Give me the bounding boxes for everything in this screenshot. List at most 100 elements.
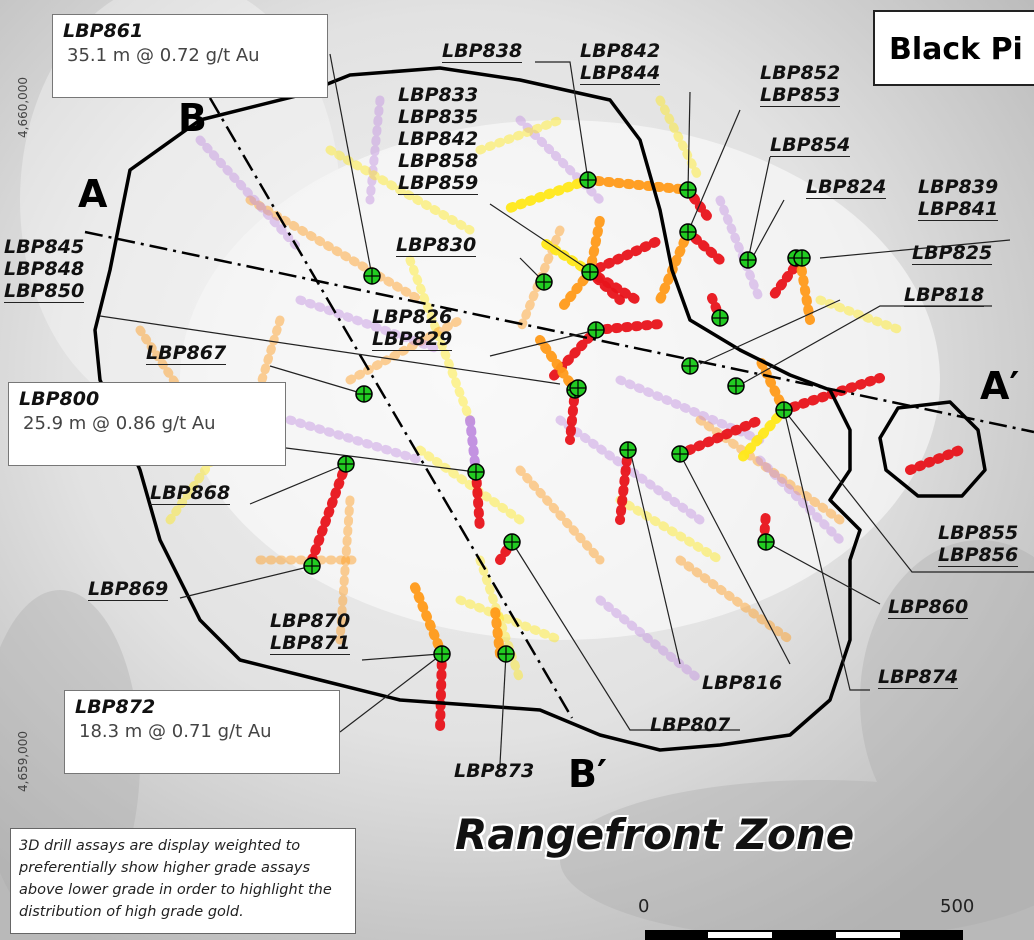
- collar-marker: [337, 455, 355, 473]
- collar-marker: [503, 533, 521, 551]
- drill-trace: [675, 555, 795, 645]
- leader-line: [679, 453, 791, 665]
- drill-trace: [655, 227, 693, 305]
- collar-marker: [793, 249, 811, 267]
- collar-marker: [727, 377, 745, 395]
- label-lbp860: LBP860: [888, 596, 969, 619]
- collar-marker: [679, 181, 697, 199]
- drill-trace: [505, 175, 593, 213]
- leader-line: [511, 541, 740, 731]
- leader-line: [687, 91, 691, 191]
- section-label-b-prime: B′: [568, 752, 607, 796]
- drill-trace: [655, 95, 705, 185]
- drill-trace: [675, 415, 765, 459]
- label-lbp830: LBP830: [396, 234, 477, 257]
- drill-trace: [471, 467, 485, 535]
- satellite-pit-outline: [878, 400, 987, 498]
- leader-line: [249, 463, 347, 505]
- scale-end: 500: [940, 896, 975, 917]
- info-box-interval: 25.9 m @ 0.86 g/t Au: [23, 413, 216, 434]
- collar-marker: [671, 445, 689, 463]
- collar-marker: [711, 309, 729, 327]
- drill-trace: [535, 335, 580, 395]
- drill-trace: [795, 255, 815, 325]
- drill-trace: [195, 135, 305, 255]
- leader-line: [179, 565, 313, 599]
- leader-line: [765, 541, 881, 605]
- drill-trace: [755, 455, 845, 545]
- collar-marker: [355, 385, 373, 403]
- leader-line: [747, 156, 771, 261]
- leader-line: [99, 315, 561, 385]
- drill-trace: [455, 595, 565, 645]
- collar-marker: [587, 321, 605, 339]
- collar-marker: [619, 441, 637, 459]
- leader-line: [783, 409, 1034, 573]
- leader-line: [489, 203, 587, 269]
- leader-line: [269, 365, 365, 395]
- drill-trace: [407, 575, 447, 659]
- collar-marker: [579, 171, 597, 189]
- leader-line: [535, 61, 589, 181]
- info-box-hole: LBP872: [75, 696, 156, 718]
- label-lbp874: LBP874: [878, 666, 959, 689]
- drill-trace: [585, 215, 605, 277]
- collar-marker: [757, 533, 775, 551]
- drill-trace: [755, 355, 789, 415]
- label-lbp838: LBP838: [442, 40, 523, 63]
- drill-trace: [535, 235, 595, 277]
- collar-marker: [535, 273, 553, 291]
- collar-marker: [775, 401, 793, 419]
- drill-trace: [295, 295, 445, 355]
- drill-trace: [735, 405, 789, 465]
- label-lbp818: LBP818: [904, 284, 985, 307]
- section-label-b: B: [178, 96, 207, 140]
- scale-bar: [645, 930, 963, 940]
- label-lbp824: LBP824: [806, 176, 887, 199]
- label-lbp807: LBP807: [650, 714, 731, 736]
- collar-marker: [681, 357, 699, 375]
- northing-4659000: 4,659,000: [16, 730, 30, 792]
- leader-line: [819, 239, 1011, 259]
- drill-trace: [585, 267, 645, 307]
- drill-trace: [515, 465, 605, 565]
- section-line-b: [208, 97, 574, 719]
- leader-line: [699, 299, 841, 365]
- drill-trace: [335, 495, 355, 645]
- drill-trace: [591, 319, 665, 335]
- label-lbp833-group: LBP833 LBP835 LBP842 LBP858 LBP859: [398, 84, 479, 195]
- drill-trace: [405, 255, 475, 425]
- collar-marker: [679, 223, 697, 241]
- northing-4660000: 4,660,000: [16, 76, 30, 138]
- label-lbp825: LBP825: [912, 242, 993, 265]
- drill-trace: [905, 445, 965, 475]
- label-lbp867: LBP867: [146, 342, 227, 365]
- drill-collars: [303, 171, 811, 663]
- leader-lines: [99, 53, 1034, 765]
- info-box-interval: 18.3 m @ 0.71 g/t Au: [79, 721, 272, 742]
- drill-trace: [585, 235, 665, 277]
- info-box-lbp872: LBP872 18.3 m @ 0.71 g/t Au: [64, 690, 340, 774]
- leader-line: [329, 53, 373, 277]
- pit-outline: [93, 66, 862, 752]
- label-lbp869: LBP869: [88, 578, 169, 601]
- collar-marker: [363, 267, 381, 285]
- drill-trace: [325, 145, 475, 235]
- drill-trace: [435, 649, 447, 735]
- info-box-hole: LBP800: [19, 388, 100, 410]
- info-box-lbp861: LBP861 35.1 m @ 0.72 g/t Au: [52, 14, 328, 98]
- drill-trace: [595, 595, 705, 685]
- leader-line: [361, 653, 441, 661]
- collar-marker: [467, 463, 485, 481]
- collar-marker: [569, 379, 587, 397]
- collar-marker: [581, 263, 599, 281]
- leader-line: [629, 449, 681, 665]
- collar-marker: [739, 251, 757, 269]
- leader-line: [499, 653, 507, 765]
